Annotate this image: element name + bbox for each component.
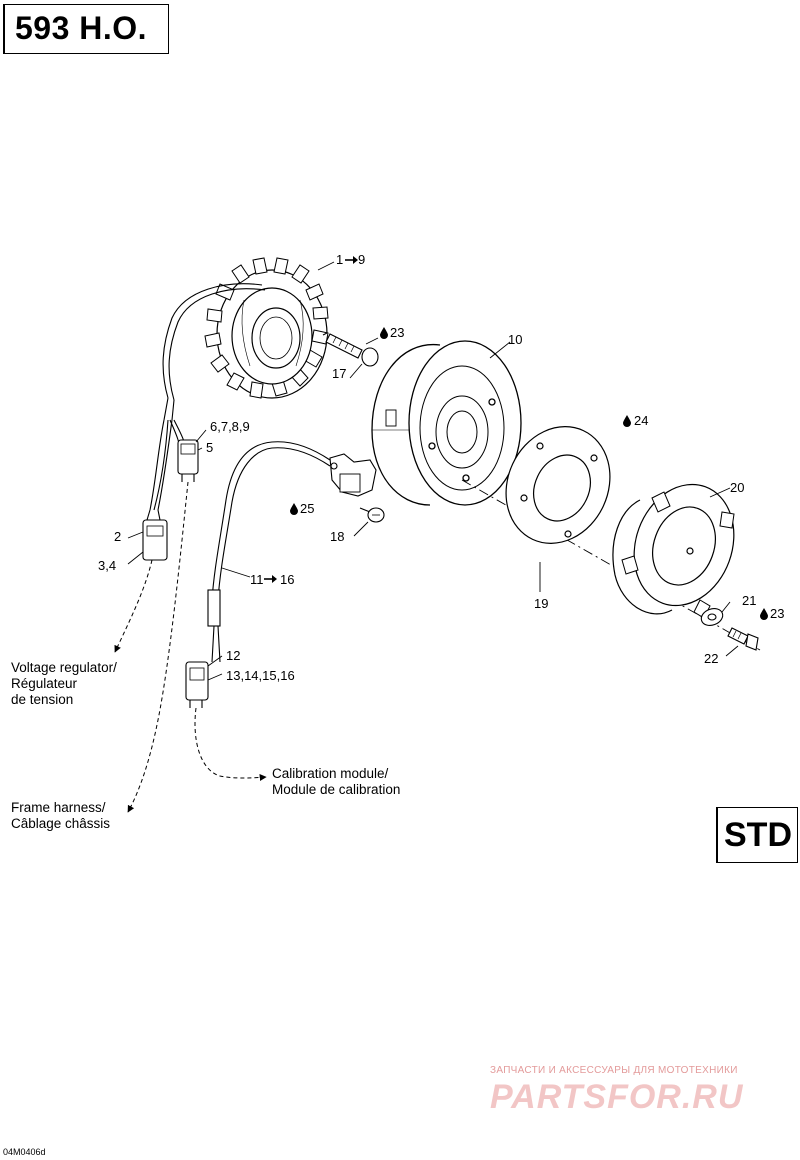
callout-13-14-15-16: 13,14,15,16 (226, 668, 295, 683)
voltage-reg-lead (127, 481, 189, 813)
ring-19 (505, 426, 611, 544)
trigger-coil (329, 453, 377, 497)
callout-18: 18 (330, 529, 344, 544)
callout-25: 25 (300, 501, 314, 516)
stator (204, 257, 329, 399)
oil-drop-icon (290, 327, 768, 620)
arrow-right-icon (264, 256, 358, 583)
voltage-regulator-en: Voltage regulator/ (11, 660, 117, 675)
connector-12 (185, 661, 209, 708)
std-badge: STD (724, 816, 792, 854)
callout-19: 19 (534, 596, 548, 611)
callout-20: 20 (730, 480, 744, 495)
drawing-code: 04M0406d (3, 1147, 46, 1157)
callout-17: 17 (332, 366, 346, 381)
watermark-tagline: ЗАПЧАСТИ И АКСЕССУАРЫ ДЛЯ МОТОТЕХНИКИ (490, 1065, 738, 1076)
frame-harness-fr: Câblage châssis (11, 816, 111, 831)
model-title-box: 593 H.O. (3, 4, 169, 54)
voltage-regulator-note: Voltage regulator/ Régulateur de tension (11, 660, 117, 708)
callout-12: 12 (226, 648, 240, 663)
callout-21: 21 (742, 593, 756, 608)
connector-2 (142, 509, 168, 561)
calibration-module-note: Calibration module/ Module de calibratio… (272, 766, 400, 798)
frame-harness-en: Frame harness/ (11, 800, 106, 815)
callout-16: 16 (280, 572, 294, 587)
leader-20 (709, 487, 731, 498)
washer-21 (700, 608, 724, 626)
calibration-module-en: Calibration module/ (272, 766, 389, 781)
frame-harness-lead (114, 559, 153, 653)
flywheel (371, 340, 522, 506)
callout-2: 2 (114, 529, 121, 544)
callout-11: 11 (250, 572, 264, 587)
voltage-regulator-fr-1: Régulateur (11, 676, 78, 691)
callout-6-7-8-9: 6,7,8,9 (210, 419, 250, 434)
callout-1: 1 (336, 252, 343, 267)
watermark-logo: PARTSFOR.RU (490, 1078, 744, 1116)
frame-harness-note: Frame harness/ Câblage châssis (11, 800, 110, 832)
starter-cup (612, 483, 735, 619)
bolt-22 (727, 627, 759, 651)
calibration-module-fr: Module de calibration (272, 782, 401, 797)
leader-lines (127, 261, 739, 681)
std-badge-box: STD (716, 807, 798, 863)
trigger-harness (207, 441, 331, 663)
model-title: 593 H.O. (15, 10, 148, 46)
callout-9: 9 (358, 252, 365, 267)
callout-22: 22 (704, 651, 718, 666)
calibration-lead (194, 707, 267, 781)
connector-5 (177, 439, 199, 482)
callout-10: 10 (508, 332, 522, 347)
screw-17 (322, 332, 379, 367)
screw-18 (359, 507, 385, 523)
stator-wires (149, 283, 266, 511)
callout-3-4: 3,4 (98, 558, 116, 573)
callout-24: 24 (634, 413, 648, 428)
voltage-regulator-fr-2: de tension (11, 692, 74, 707)
callout-5: 5 (206, 440, 213, 455)
callout-23-b: 23 (770, 606, 784, 621)
callout-23-a: 23 (390, 325, 404, 340)
